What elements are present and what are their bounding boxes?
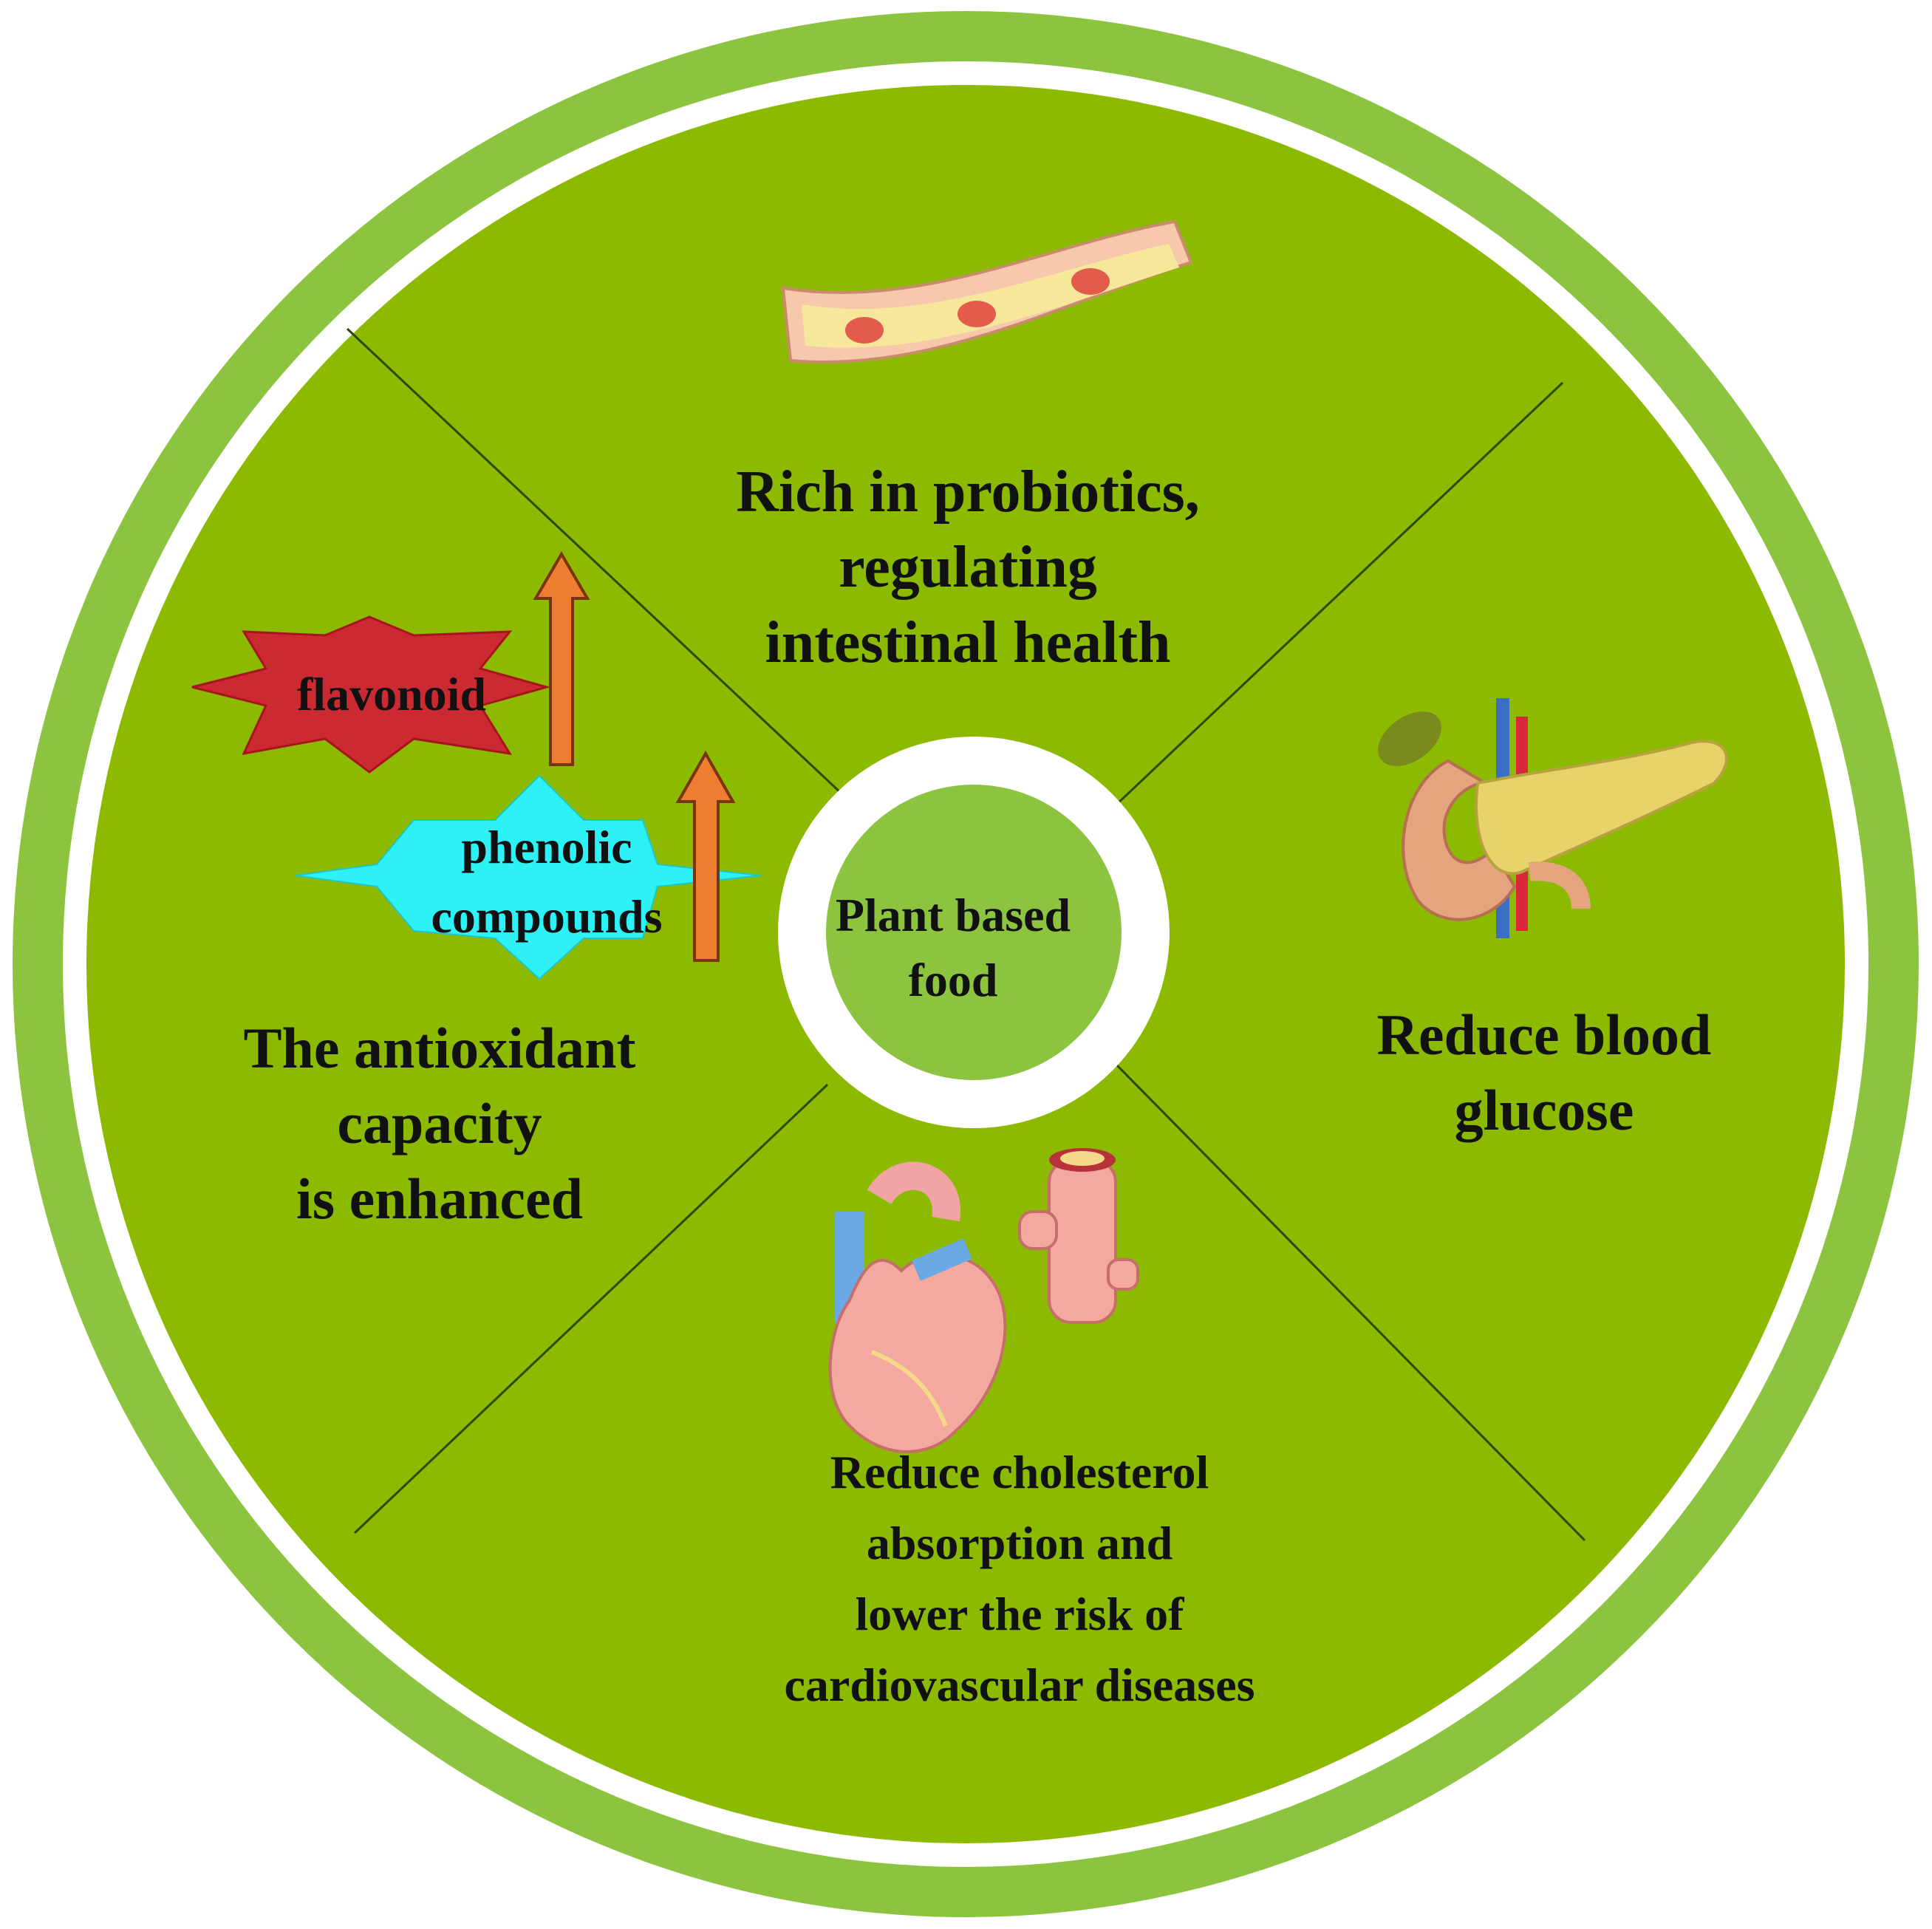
right-segment-label: Reduce blood glucose — [1376, 1003, 1712, 1142]
up-arrow-icon — [675, 750, 736, 962]
center-label: Plant based food — [835, 889, 1071, 1006]
bottom-segment-label: Reduce cholesterol absorption and lower … — [784, 1446, 1255, 1711]
flavonoid-label: flavonoid — [296, 668, 487, 720]
pancreas-icon — [1378, 698, 1728, 938]
center-disc — [826, 785, 1122, 1080]
phenolic-label: phenolic compounds — [431, 821, 663, 943]
flavonoid-badge — [191, 551, 590, 774]
divider-bottom-left — [353, 1083, 829, 1534]
up-arrow-icon — [533, 551, 590, 766]
blood-vessel-icon — [1018, 1148, 1139, 1324]
intestine-icon — [781, 219, 1193, 364]
divider-top-right — [1114, 381, 1564, 807]
top-segment-label: Rich in probiotics, regulating intestina… — [736, 460, 1200, 675]
flavonoid-star-shape — [191, 615, 551, 774]
segment-dividers — [346, 327, 1586, 1542]
left-segment-label: The antioxidant capacity is enhanced — [243, 1016, 636, 1231]
phenolic-badge — [295, 750, 762, 980]
divider-bottom-right — [1114, 1062, 1586, 1542]
divider-top-left — [346, 327, 844, 796]
phenolic-star-shape — [295, 774, 762, 980]
heart-icon — [828, 1161, 1007, 1453]
